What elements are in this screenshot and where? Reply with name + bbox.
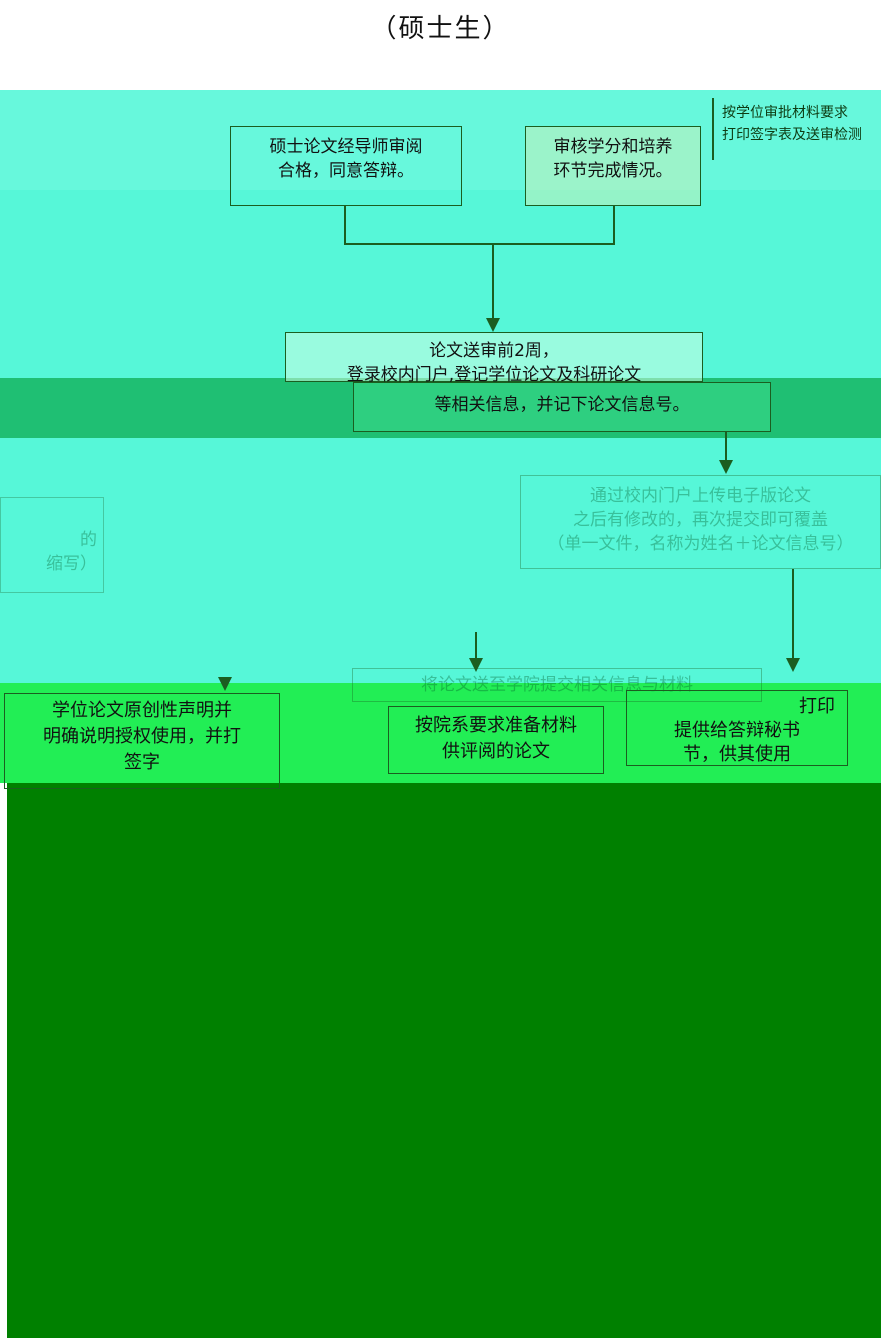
upload-line-1: 通过校内门户上传电子版论文 [527,484,874,508]
prepare-materials-box: 按院系要求准备材料 供评阅的论文 [388,706,604,774]
prepare-line-2: 供评阅的论文 [395,739,597,765]
provide-secretary-box: 打印 提供给答辩秘书 节，供其使用 [626,690,848,766]
advisor-approval-box: 硕士论文经导师审阅 合格，同意答辩。 [230,126,462,206]
advisor-line-1: 硕士论文经导师审阅 [237,135,455,159]
band-dark-green [7,783,881,1338]
prepare-line-1: 按院系要求准备材料 [395,713,597,739]
connector-join [344,243,615,245]
left-fragment-line-1: 的 [7,528,97,552]
connector-main-down [492,243,494,319]
arrow-left-down [218,677,232,691]
register-line-3: 等相关信息，并记下论文信息号。 [358,393,766,417]
provide-line-3: 节，供其使用 [631,743,843,767]
side-note-line-2: 打印签字表及送审检测 [722,124,862,146]
provide-line-1: 打印 [631,695,843,719]
connector-credits-down [613,206,615,244]
side-note-bracket [712,98,714,160]
credits-line-1: 审核学分和培养 [532,135,694,159]
left-fragment-line-2: 缩写） [7,552,97,576]
credits-line-2: 环节完成情况。 [532,159,694,183]
provide-line-2: 提供给答辩秘书 [631,719,843,743]
upload-line-3: （单一文件，名称为姓名＋论文信息号） [527,532,874,556]
originality-line-3: 签字 [9,750,275,776]
connector-advisor-down [344,206,346,244]
arrow-to-upload [719,460,733,474]
register-info-box: 等相关信息，并记下论文信息号。 [353,382,771,432]
arrow-to-register [486,318,500,332]
connector-to-upload [725,432,727,462]
left-fragment-box: 的 缩写） [0,497,104,593]
register-thesis-box: 论文送审前2周， 登录校内门户,登记学位论文及科研论文 [285,332,703,382]
arrow-upload-down [786,658,800,672]
originality-line-2: 明确说明授权使用，并打 [9,724,275,750]
connector-upload-down [792,569,794,661]
page-title: （硕士生） [0,8,881,45]
register-line-1: 论文送审前2周， [290,339,698,363]
upload-line-2: 之后有修改的，再次提交即可覆盖 [527,508,874,532]
originality-statement-box: 学位论文原创性声明并 明确说明授权使用，并打 签字 [4,693,280,789]
advisor-line-2: 合格，同意答辩。 [237,159,455,183]
credits-review-box: 审核学分和培养 环节完成情况。 [525,126,701,206]
side-note: 按学位审批材料要求 打印签字表及送审检测 [722,102,862,146]
side-note-line-1: 按学位审批材料要求 [722,102,862,124]
originality-line-1: 学位论文原创性声明并 [9,698,275,724]
upload-thesis-box: 通过校内门户上传电子版论文 之后有修改的，再次提交即可覆盖 （单一文件，名称为姓… [520,475,881,569]
